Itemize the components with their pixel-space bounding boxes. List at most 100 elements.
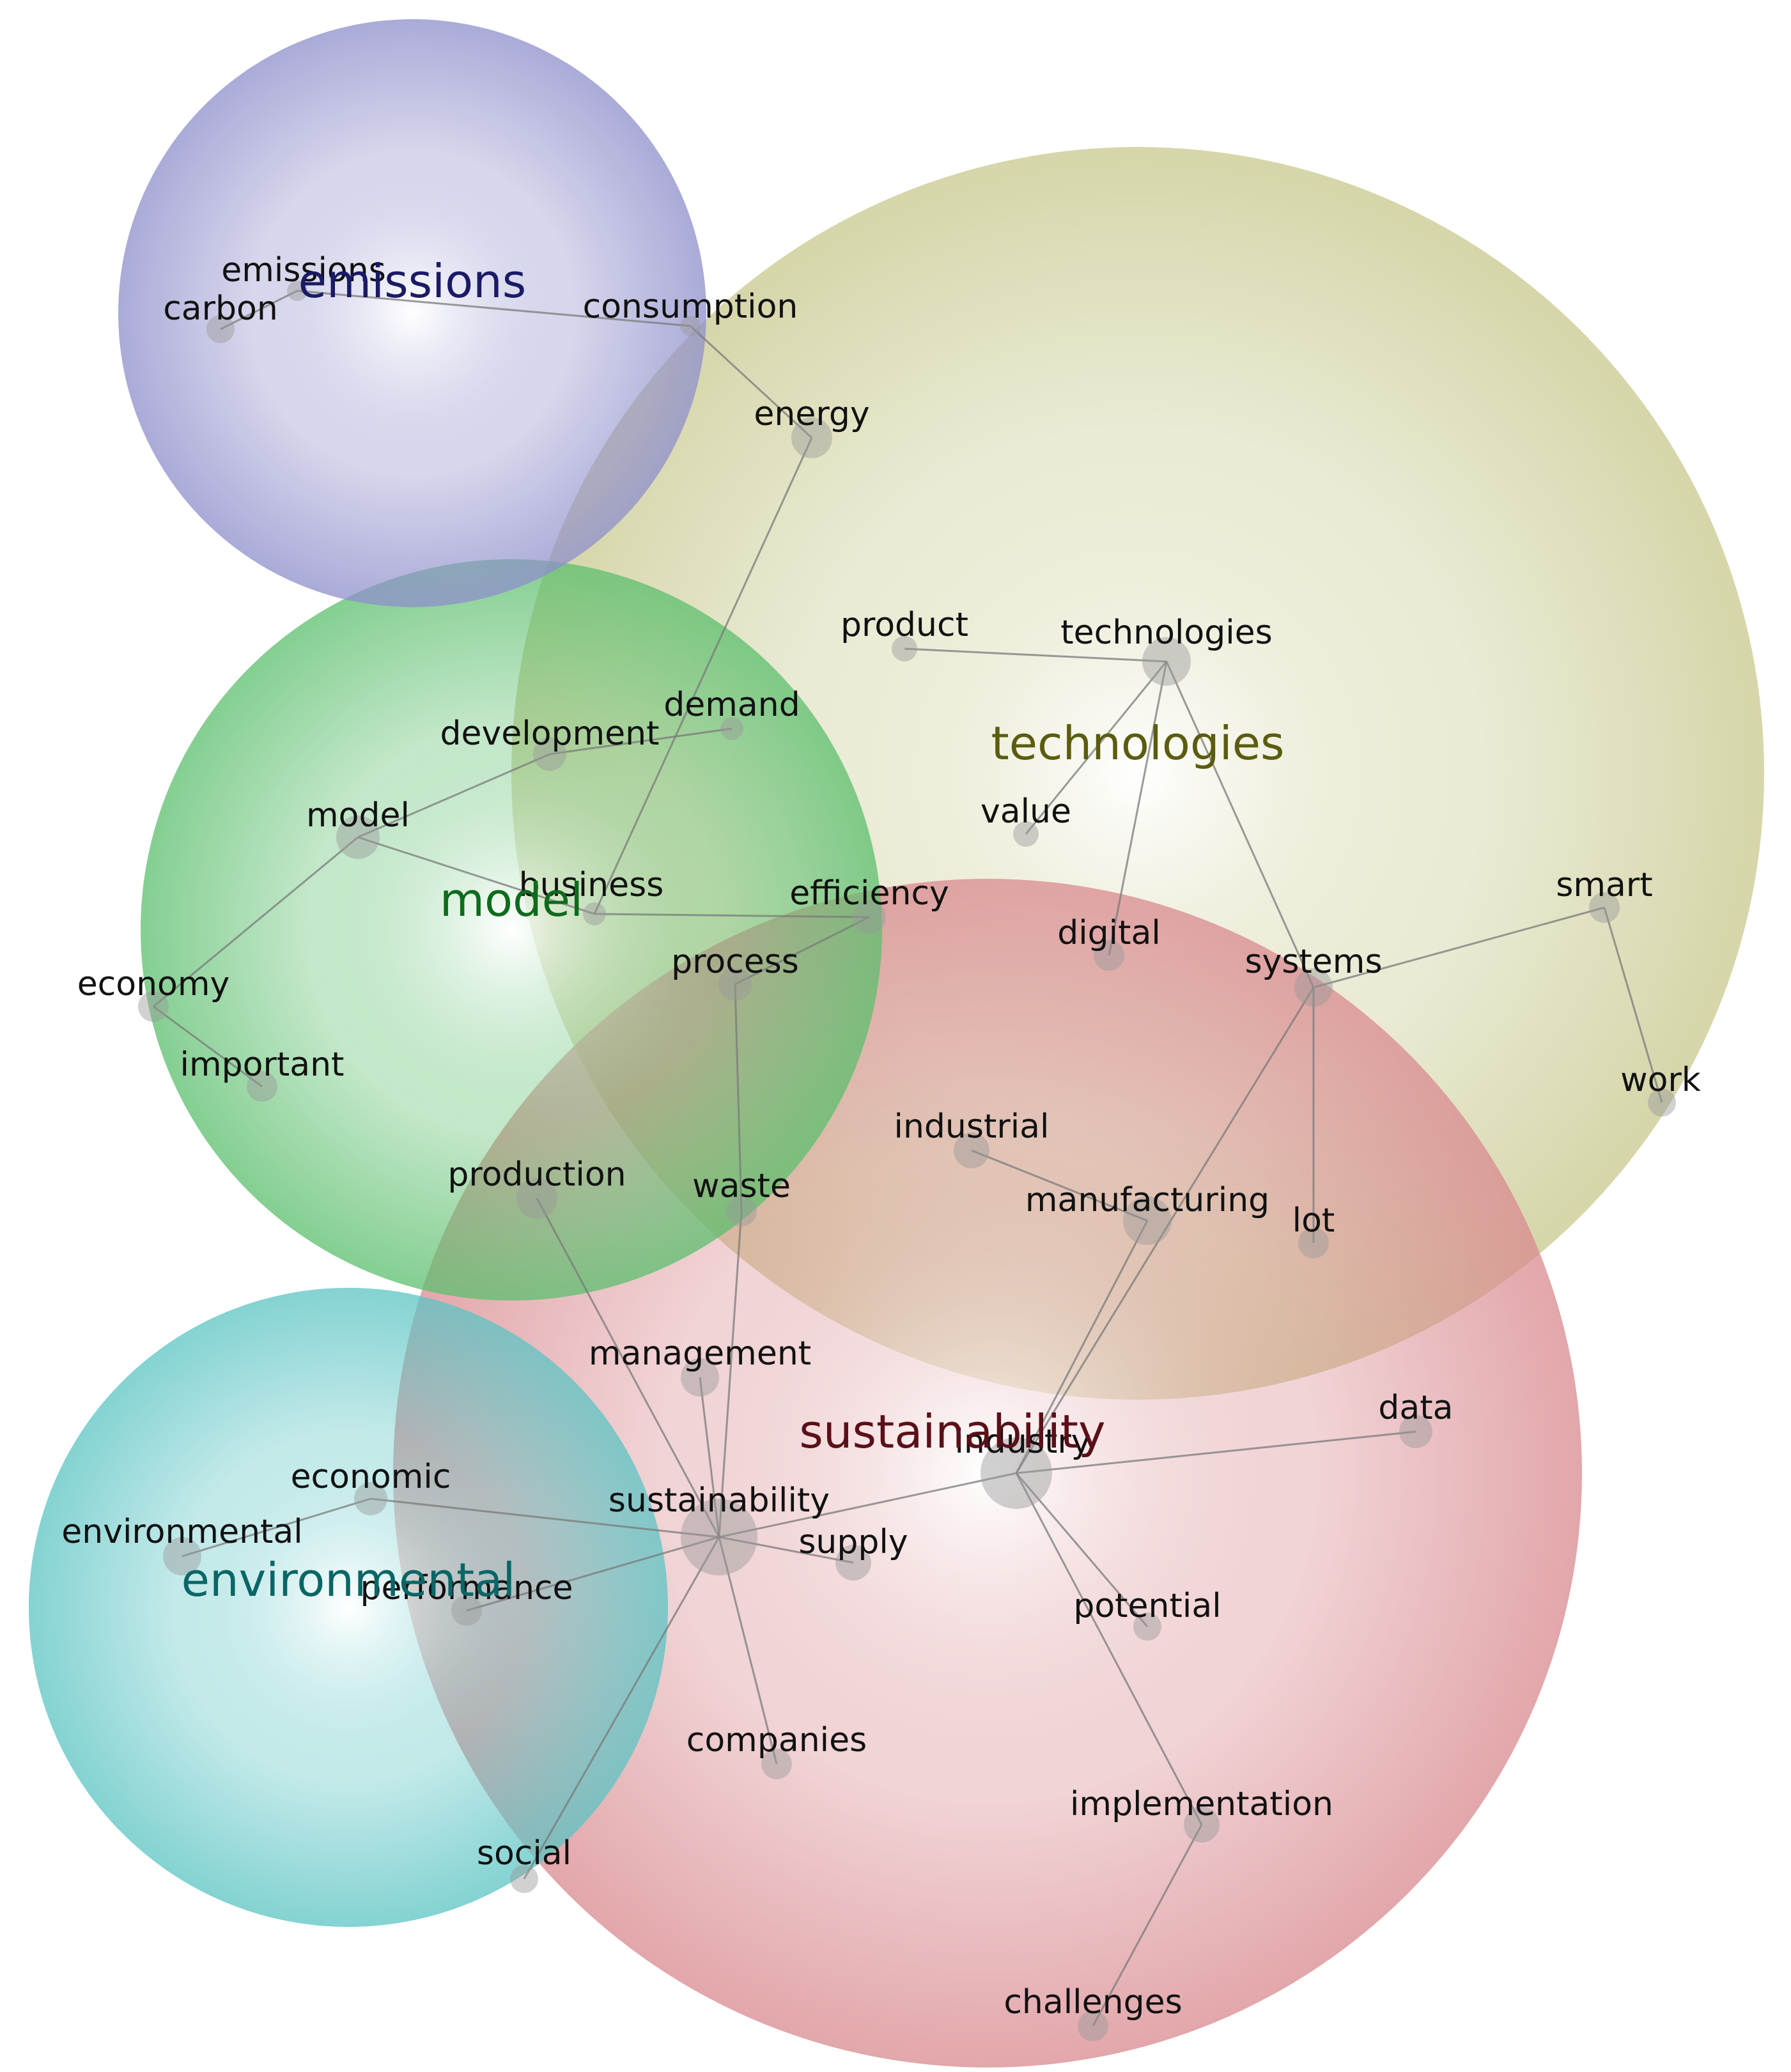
node-label-social: social	[477, 1834, 571, 1873]
node-label-development: development	[440, 715, 659, 753]
node-label-work: work	[1620, 1061, 1701, 1099]
node-label-emissions: emissions	[221, 251, 386, 290]
node-implementation: implementation	[1070, 1785, 1333, 1843]
node-performance: performance	[360, 1569, 573, 1626]
node-label-important: important	[180, 1046, 345, 1084]
node-dot-potential	[1133, 1612, 1161, 1641]
node-dot-process	[718, 968, 752, 1001]
node-dot-development	[533, 738, 566, 771]
node-dot-environmental	[163, 1537, 201, 1575]
node-label-sustainability: sustainability	[609, 1481, 830, 1520]
node-sustainability: sustainability	[609, 1481, 830, 1575]
node-dot-sustainability	[681, 1499, 757, 1575]
node-dot-important	[247, 1071, 277, 1102]
node-potential: potential	[1073, 1587, 1221, 1641]
node-dot-manufacturing	[1123, 1196, 1172, 1245]
edge-management-sustainability	[699, 1377, 720, 1538]
cluster-bubble-model	[141, 559, 882, 1301]
node-dot-implementation	[1184, 1807, 1220, 1843]
node-digital: digital	[1057, 914, 1161, 971]
node-label-waste: waste	[692, 1167, 791, 1205]
cluster-label-model: model	[440, 873, 583, 927]
node-companies: companies	[686, 1721, 867, 1779]
edge-industry-potential	[1015, 1473, 1149, 1627]
node-model: model	[306, 796, 410, 859]
node-manufacturing: manufacturing	[1025, 1181, 1269, 1245]
node-waste: waste	[692, 1167, 791, 1226]
cluster-bubbles	[29, 19, 1764, 2068]
node-economic: economic	[291, 1458, 451, 1515]
node-efficiency: efficiency	[789, 874, 949, 934]
cluster-labels: emissions technologies model environmental s…	[182, 254, 1285, 1607]
node-label-performance: performance	[360, 1569, 573, 1607]
node-label-companies: companies	[686, 1721, 867, 1759]
edge-sustainability-companies	[718, 1536, 778, 1765]
node-lot: lot	[1292, 1202, 1335, 1258]
node-dot-consumption	[680, 316, 701, 336]
node-label-product: product	[841, 606, 968, 644]
edge-industry-sustainability	[718, 1472, 1017, 1538]
edge-model-economy	[153, 836, 359, 1008]
node-label-lot: lot	[1292, 1202, 1335, 1240]
node-challenges: challenges	[1004, 1983, 1182, 2041]
node-demand: demand	[663, 686, 800, 740]
edge-consumption-energy	[689, 325, 813, 439]
cluster-label-emissions: emissions	[298, 254, 527, 308]
node-dot-production	[516, 1178, 557, 1219]
node-label-potential: potential	[1073, 1587, 1221, 1625]
edge-model-business	[357, 836, 595, 915]
edge-efficiency-process	[734, 916, 870, 986]
edge-smart-work	[1603, 907, 1663, 1103]
edge-implementation-challenges	[1092, 1824, 1203, 2027]
node-label-value: value	[981, 792, 1071, 831]
node-label-digital: digital	[1057, 914, 1161, 952]
node-label-industrial: industrial	[894, 1108, 1050, 1146]
node-dot-technologies	[1142, 637, 1191, 686]
cluster-label-environmental: environmental	[182, 1553, 516, 1607]
cluster-label-technologies: technologies	[991, 716, 1285, 770]
edge-waste-sustainability	[718, 1210, 743, 1538]
node-dot-companies	[761, 1749, 792, 1779]
node-dot-supply	[835, 1545, 871, 1581]
node-label-data: data	[1378, 1389, 1453, 1427]
node-dot-energy	[791, 417, 832, 458]
node-business: business	[519, 866, 663, 925]
node-label-economic: economic	[291, 1458, 451, 1496]
edge-manufacturing-industry	[1015, 1220, 1149, 1474]
node-label-environmental: environmental	[61, 1513, 302, 1551]
node-supply: supply	[798, 1523, 908, 1581]
node-dot-industry	[981, 1437, 1052, 1509]
node-social: social	[477, 1834, 571, 1893]
node-dot-demand	[720, 717, 743, 740]
node-label-carbon: carbon	[163, 290, 278, 328]
node-dot-efficiency	[853, 901, 886, 934]
node-label-process: process	[671, 943, 799, 981]
edge-technologies-systems	[1165, 661, 1315, 988]
node-label-smart: smart	[1556, 866, 1652, 904]
cluster-bubble-environmental	[29, 1288, 668, 1927]
node-label-challenges: challenges	[1004, 1983, 1182, 2022]
node-dot-work	[1648, 1088, 1676, 1117]
edge-industrial-manufacturing	[971, 1149, 1148, 1222]
node-dot-industrial	[954, 1133, 989, 1168]
node-development: development	[440, 715, 660, 771]
node-carbon: carbon	[163, 290, 278, 343]
node-dot-systems	[1294, 968, 1333, 1007]
node-label-production: production	[447, 1156, 626, 1194]
node-dot-smart	[1589, 892, 1620, 923]
node-dot-digital	[1094, 940, 1124, 971]
node-dot-model	[336, 816, 380, 859]
cluster-label-sustainability: sustainability	[799, 1405, 1105, 1458]
edge-economy-important	[153, 1005, 263, 1088]
node-label-management: management	[589, 1334, 811, 1373]
node-product: product	[841, 606, 968, 661]
node-emissions: emissions	[221, 251, 386, 301]
cluster-bubble-emissions	[118, 19, 706, 607]
edge-technologies-value	[1025, 661, 1168, 835]
node-label-industry: industry	[954, 1423, 1090, 1461]
edge-business-efficiency	[594, 913, 870, 918]
node-label-technologies: technologies	[1060, 614, 1273, 652]
node-process: process	[671, 943, 799, 1001]
